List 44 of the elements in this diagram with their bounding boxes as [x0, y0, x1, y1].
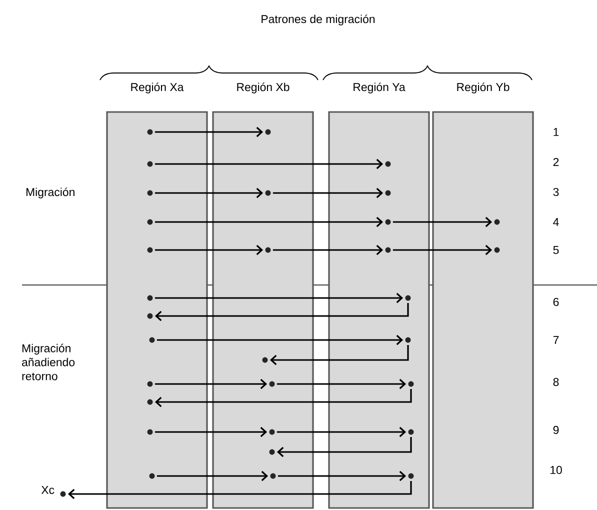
- arrow: [276, 436, 412, 458]
- arrow: [154, 378, 268, 390]
- arrow: [156, 470, 268, 482]
- arrow: [392, 244, 492, 256]
- arrow: [270, 344, 409, 366]
- row-number: 5: [553, 246, 559, 254]
- arrow: [156, 334, 404, 346]
- node-label: Región Yb: [457, 82, 510, 94]
- row-number: 9: [553, 426, 559, 434]
- row-number: 7: [553, 336, 559, 344]
- arrow: [68, 480, 412, 500]
- arrow: [154, 426, 268, 438]
- region-column: Región Xa: [106, 82, 208, 509]
- node-label: Región Xb: [237, 82, 290, 94]
- node-label: Región Ya: [354, 82, 406, 94]
- arrow: [392, 216, 492, 228]
- arrow: [154, 188, 264, 198]
- arrow: [154, 244, 264, 256]
- arrow: [272, 244, 384, 256]
- arrow: [278, 470, 406, 482]
- row-group-label: Migración añadiendo retorno: [22, 344, 75, 380]
- arrow: [276, 426, 406, 438]
- row-number: 4: [553, 218, 559, 226]
- arrow: [154, 302, 409, 322]
- heading: Patrones de migración: [262, 14, 375, 26]
- row-number: 6: [553, 298, 559, 306]
- region-column: Región Ya: [328, 82, 430, 509]
- row-number: 8: [553, 378, 559, 386]
- row-number: 1: [554, 128, 559, 136]
- region-column: Región Yb: [432, 82, 534, 509]
- dot-label: Xc: [41, 486, 54, 494]
- arrow: [276, 378, 406, 390]
- arrow: [154, 388, 412, 408]
- row-number: 2: [553, 158, 559, 166]
- arrow: [272, 188, 384, 198]
- arrow: [154, 158, 384, 170]
- arrow: [154, 126, 264, 138]
- arrow: [154, 292, 404, 304]
- row-number: 3: [553, 188, 559, 196]
- node-label: Región Xa: [131, 82, 184, 94]
- row-group-label: Migración: [26, 188, 74, 198]
- region-column: Región Xb: [212, 82, 314, 509]
- arrow: [154, 216, 384, 228]
- row-number: 10: [550, 466, 562, 474]
